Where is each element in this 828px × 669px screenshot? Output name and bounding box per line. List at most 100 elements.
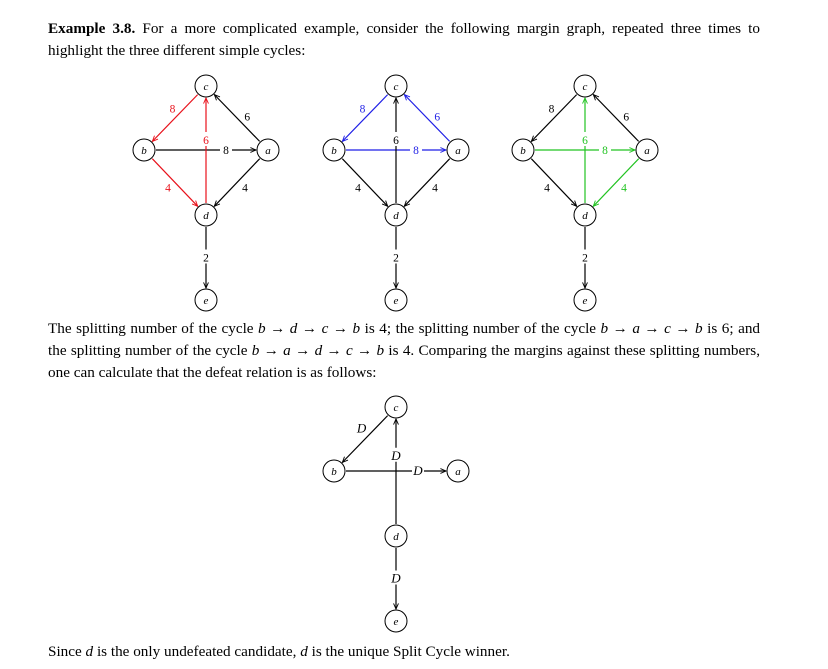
edge-a-c: 6 [404,95,451,142]
node-label-b: b [331,466,337,478]
node-label-e: e [583,295,588,307]
conclusion-d-2: d [300,643,308,660]
edge-a-c: 6 [214,95,261,142]
edge-c-b: 8 [531,94,578,142]
node-label-b: b [331,145,337,157]
node-b: b [322,138,346,162]
node-label-e: e [394,616,399,628]
edge-c-b: 8 [152,94,199,142]
edge-c-b: D [342,415,389,463]
edge-b-d: 4 [151,158,197,207]
edge-label-d-e: 2 [393,253,399,265]
node-e: e [573,288,597,312]
cycle-2: b → a → c → b [600,320,703,337]
node-c: c [384,74,408,98]
edge-a-d: 4 [593,158,640,207]
edge-label-a-c: 6 [434,111,440,123]
node-a: a [446,138,470,162]
node-a: a [446,459,470,483]
node-label-d: d [393,531,399,543]
margin-graph-1: 6 8 8 6 4 4 2 c b a d e [132,74,280,312]
node-c: c [384,395,408,419]
node-c: c [194,74,218,98]
p2-text-1: The splitting number of the cycle [48,320,259,337]
edge-label-a-c: 6 [623,111,629,123]
edge-d-e: 2 [390,227,402,288]
node-label-e: e [204,295,209,307]
example-heading: Example 3.8. [48,20,136,37]
edge-a-c: 6 [593,95,640,142]
edge-label-b-d: 4 [165,183,171,195]
node-d: d [384,203,408,227]
node-label-b: b [520,145,526,157]
node-a: a [256,138,280,162]
edge-label-d-c: 6 [393,135,399,147]
edge-d-c: 6 [200,98,212,203]
node-b: b [132,138,156,162]
edge-d-e: 2 [579,227,591,288]
edge-d-e: D [390,548,402,609]
edge-label-b-d: 4 [355,183,361,195]
example-intro: Example 3.8. For a more complicated exam… [48,18,760,62]
edge-label-a-c: 6 [244,111,250,123]
edge-b-a: D [346,463,446,478]
node-a: a [635,138,659,162]
edge-label-d-e: D [390,571,401,586]
edge-label-d-c: D [390,448,401,463]
edge-label-c-b: 8 [170,103,176,115]
edge-label-b-a: 8 [602,145,608,157]
node-label-c: c [394,402,399,414]
node-label-a: a [455,466,461,478]
node-d: d [194,203,218,227]
edge-a-d: 4 [214,158,261,207]
edge-label-c-b: 8 [549,103,555,115]
node-b: b [322,459,346,483]
edge-label-d-c: 6 [203,135,209,147]
node-b: b [511,138,535,162]
edge-label-b-a: D [412,463,423,478]
cycle-3: b → a → d → c → b [251,342,385,359]
conclusion-text-1: Since [48,643,86,660]
node-e: e [384,288,408,312]
edge-label-a-d: 4 [621,183,627,195]
edge-label-b-a: 8 [223,145,229,157]
edge-label-d-e: 2 [203,253,209,265]
edge-label-a-d: 4 [242,183,248,195]
example-intro-text: For a more complicated example, consider… [48,20,760,59]
edge-label-d-c: 6 [582,135,588,147]
edge-label-c-b: 8 [360,103,366,115]
node-label-c: c [204,81,209,93]
node-e: e [194,288,218,312]
node-label-d: d [203,210,209,222]
splitting-number-paragraph: The splitting number of the cycle b → d … [48,318,760,384]
cycle-1: b → d → c → b [258,320,361,337]
node-d: d [573,203,597,227]
p2-text-2: is 4; the splitting number of the cycle [360,320,601,337]
edge-label-c-b: D [356,420,367,435]
conclusion-d-1: d [85,643,94,660]
node-c: c [573,74,597,98]
conclusion-text-3: is the unique Split Cycle winner. [307,643,510,660]
node-label-a: a [455,145,461,157]
edge-a-d: 4 [404,158,451,207]
node-label-e: e [394,295,399,307]
node-label-a: a [644,145,650,157]
edge-b-d: 4 [530,158,576,207]
conclusion-paragraph: Since d is the only undefeated candidate… [48,641,760,663]
edge-label-d-e: 2 [582,253,588,265]
edge-label-a-d: 4 [432,183,438,195]
conclusion-text-2: is the only undefeated candidate, [93,643,301,660]
edge-b-d: 4 [341,158,387,207]
edge-d-e: 2 [200,227,212,288]
p2-text-3: is 6; and the splitting number of the cy… [48,320,761,359]
node-label-c: c [583,81,588,93]
edge-d-c: 6 [390,98,402,203]
node-label-b: b [141,145,147,157]
node-e: e [384,609,408,633]
edge-d-c: 6 [579,98,591,203]
edge-c-b: 8 [342,94,389,142]
node-label-d: d [393,210,399,222]
